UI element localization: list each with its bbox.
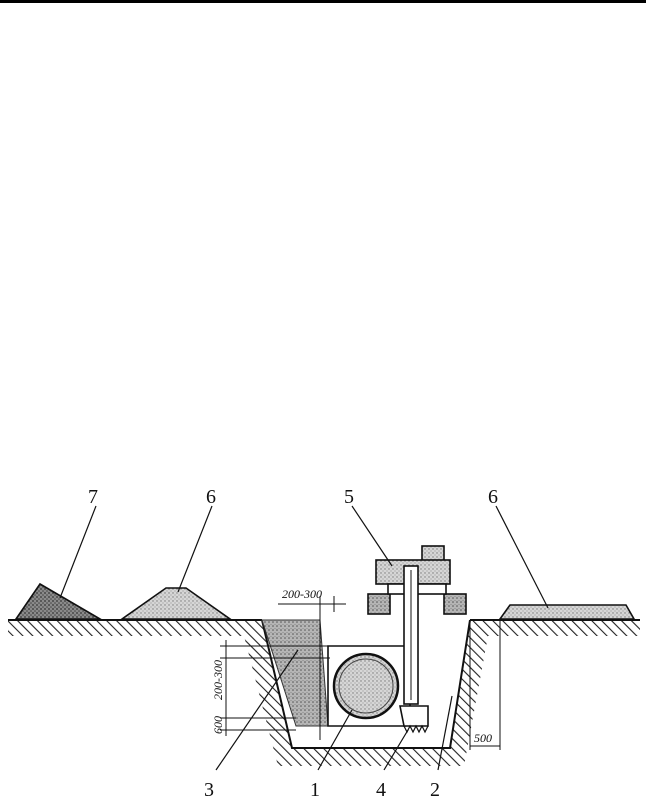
- callout-3: 3: [204, 779, 214, 801]
- callout-6-right: 6: [488, 486, 498, 508]
- dim-label-bed: 600: [211, 716, 225, 734]
- leader-6-left: [177, 505, 213, 593]
- leader-3: [215, 649, 299, 771]
- callout-1: 1: [310, 779, 320, 801]
- excavator-track-right: [443, 593, 467, 615]
- dim-label-edge: 500: [474, 731, 492, 745]
- soil-heap-7: [14, 582, 103, 620]
- trench-outline: [261, 619, 471, 749]
- callout-5: 5: [344, 486, 354, 508]
- callout-2: 2: [430, 779, 440, 801]
- leader-4: [383, 729, 409, 771]
- leader-1: [317, 709, 353, 771]
- callout-7: 7: [88, 486, 98, 508]
- ground-section: [8, 620, 640, 766]
- excavator-track-left: [367, 593, 391, 615]
- soil-pile-6-left: [119, 587, 233, 620]
- pipe-inner: [338, 658, 394, 714]
- pipe: [332, 652, 400, 720]
- dim-label-cover: 200-300: [211, 660, 225, 700]
- leader-5: [351, 505, 393, 567]
- callout-6-left: 6: [206, 486, 216, 508]
- leader-6-right: [495, 505, 549, 609]
- excavator-bucket: [399, 705, 429, 727]
- top-rule: [0, 0, 646, 3]
- excavator: [367, 545, 467, 734]
- leader-7: [59, 505, 97, 599]
- callout-4: 4: [376, 779, 386, 801]
- leader-2: [437, 695, 453, 771]
- soil-pile-6-right: [498, 604, 636, 620]
- dim-label-clearance: 200-300: [282, 587, 322, 601]
